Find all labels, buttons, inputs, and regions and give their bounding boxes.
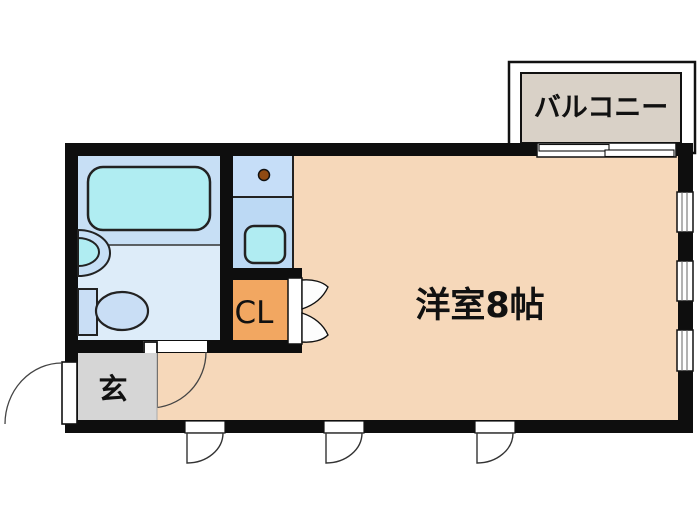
kitchen-sink-icon — [243, 224, 287, 265]
bathroom-door-arc — [149, 351, 207, 409]
balcony-label: バルコニー — [534, 93, 668, 124]
entry-door-arc — [4, 362, 63, 425]
wall-bath-kitchen — [220, 143, 233, 353]
south-openings — [184, 420, 516, 464]
south-door-fan-1 — [186, 432, 224, 464]
entrance-label: 玄 — [98, 372, 127, 406]
closet-doors — [287, 277, 329, 345]
south-doorway-3 — [474, 420, 516, 434]
sliding-window-panel-left — [538, 143, 610, 152]
bathroom — [77, 156, 220, 340]
closet-door-frame — [287, 277, 303, 345]
sliding-window-panel-right — [604, 149, 675, 158]
closet: CL — [233, 280, 289, 340]
balcony-floor — [520, 72, 682, 144]
south-door-fan-3 — [476, 432, 514, 464]
balcony-sliding-window — [536, 142, 677, 158]
wall-under-kitchen — [220, 268, 302, 280]
closet-floor — [233, 280, 289, 340]
east-window-1-panes — [681, 192, 688, 232]
entrance-floor — [78, 353, 157, 420]
east-windows — [676, 191, 694, 372]
kitchen — [233, 156, 294, 268]
south-door-fan-2 — [325, 432, 363, 464]
east-window-3-panes — [681, 330, 688, 371]
closet-door-wing-top — [301, 279, 329, 310]
east-window-2-panes — [681, 261, 688, 301]
south-doorway-2 — [323, 420, 365, 434]
bathroom-doorway — [143, 341, 207, 352]
toilet-bowl-icon — [94, 290, 150, 332]
toilet-tank-icon — [77, 288, 98, 336]
main-room-label: 洋室8帖 — [415, 285, 544, 326]
washbasin-bowl-icon — [77, 236, 100, 268]
stove-burner-icon — [257, 168, 271, 182]
east-window-1 — [676, 191, 694, 233]
balcony: バルコニー — [507, 60, 697, 155]
closet-door-wing-bottom — [301, 312, 329, 343]
entrance: 玄 — [4, 353, 158, 425]
east-window-2 — [676, 260, 694, 302]
entry-door-leaf — [61, 361, 78, 425]
bathtub-icon — [86, 165, 212, 232]
closet-label: CL — [235, 295, 275, 331]
east-window-3 — [676, 329, 694, 372]
south-doorway-1 — [184, 420, 226, 434]
